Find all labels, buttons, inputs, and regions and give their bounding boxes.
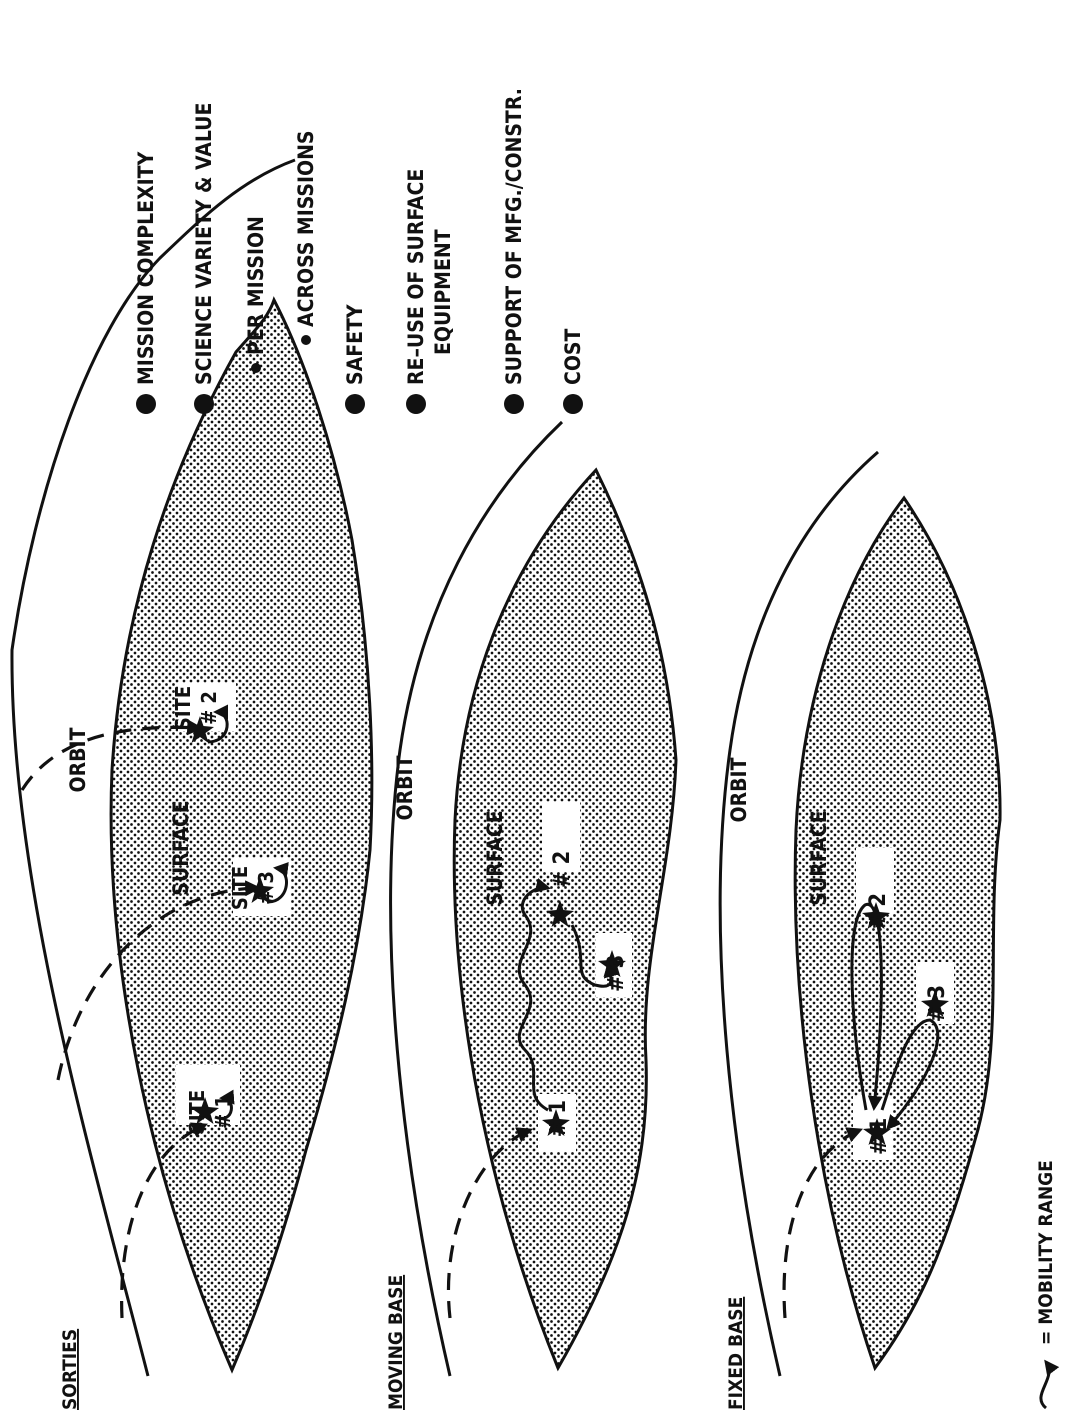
criteria-subitem: PER MISSION bbox=[244, 216, 268, 355]
criteria-item: SUPPORT OF MFG./CONSTR. bbox=[502, 88, 526, 385]
sub-bullet-icon bbox=[251, 363, 261, 373]
fixed-surface-label: SURFACE bbox=[807, 810, 831, 905]
fixed-surface-area bbox=[795, 498, 1000, 1368]
sorties-surface-area bbox=[111, 300, 372, 1370]
fixed-base-title: FIXED BASE bbox=[725, 1297, 747, 1410]
moving-site1-label: # 1 bbox=[546, 1100, 571, 1137]
bullet-icon bbox=[345, 394, 365, 414]
criteria-item: COST bbox=[561, 328, 585, 385]
bullet-icon bbox=[136, 394, 156, 414]
moving-base-title: MOVING BASE bbox=[385, 1275, 407, 1410]
sorties-title: SORTIES bbox=[59, 1329, 81, 1410]
bullet-icon bbox=[406, 394, 426, 414]
mobility-range-label: = MOBILITY RANGE bbox=[1035, 1160, 1057, 1345]
bullet-icon bbox=[504, 394, 524, 414]
moving-base-panel: # 1 # 3 # 2 ORBIT SURFACE MOVING BASE bbox=[385, 422, 676, 1410]
mobility-range-icon bbox=[1041, 1362, 1049, 1408]
fixed-orbit-label: ORBIT bbox=[727, 757, 751, 822]
fixed-site1-label: # 1 bbox=[867, 1118, 892, 1155]
moving-site3-label: # 3 bbox=[604, 955, 629, 992]
bullet-icon bbox=[563, 394, 583, 414]
mobility-legend: = MOBILITY RANGE bbox=[1035, 1160, 1057, 1408]
criteria-item: RE–USE OF SURFACE bbox=[404, 169, 428, 385]
bullet-icon bbox=[194, 394, 214, 414]
fixed-site2-label: # 2 bbox=[866, 893, 891, 930]
moving-surface-label: SURFACE bbox=[483, 810, 507, 905]
moving-orbit-label: ORBIT bbox=[393, 755, 417, 820]
criteria-list: MISSION COMPLEXITY SCIENCE VARIETY & VAL… bbox=[134, 88, 585, 414]
sorties-surface-label: SURFACE bbox=[169, 800, 193, 895]
criteria-item: SCIENCE VARIETY & VALUE bbox=[192, 103, 216, 385]
fixed-base-panel: # 1 # 3 # 2 ORBIT SURFACE FIXED BASE bbox=[720, 452, 1000, 1410]
sub-bullet-icon bbox=[301, 335, 311, 345]
sorties-orbit-label: ORBIT bbox=[66, 727, 90, 792]
criteria-item-continued: EQUIPMENT bbox=[431, 229, 455, 355]
criteria-item: MISSION COMPLEXITY bbox=[134, 151, 158, 385]
criteria-item: SAFETY bbox=[343, 304, 367, 385]
moving-site2-label: # 2 bbox=[550, 851, 575, 888]
criteria-subitem: ACROSS MISSIONS bbox=[294, 130, 318, 327]
fixed-site3-label: # 3 bbox=[925, 985, 950, 1022]
